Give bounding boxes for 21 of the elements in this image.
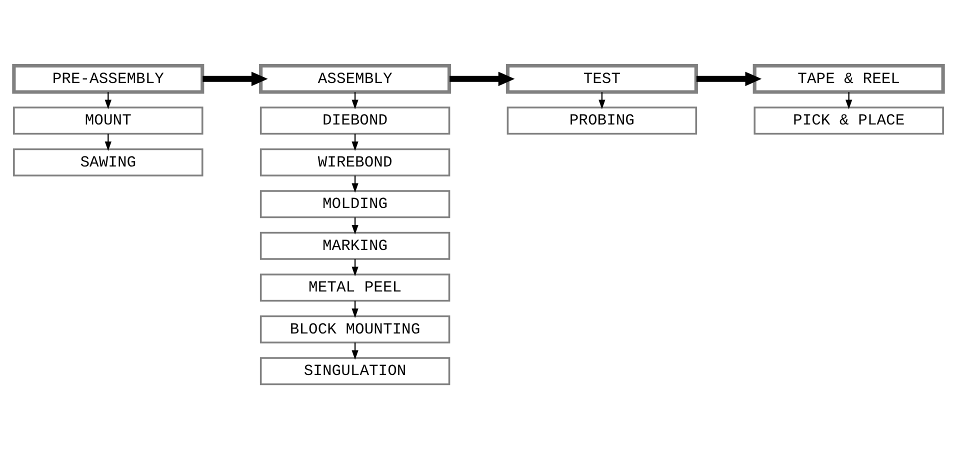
- node-box: WIREBOND: [259, 148, 450, 176]
- node-box: SAWING: [12, 148, 203, 176]
- node-box: BLOCK MOUNTING: [259, 314, 450, 343]
- node-box: TEST: [505, 63, 698, 94]
- arrow: [845, 92, 852, 109]
- arrow: [696, 71, 762, 86]
- node-box: DIEBOND: [259, 106, 450, 134]
- arrow: [449, 71, 514, 86]
- node-box: ASSEMBLY: [258, 63, 451, 94]
- node-box: PICK & PLACE: [753, 106, 944, 134]
- node-box: SINGULATION: [259, 356, 450, 385]
- node-box: METAL PEEL: [259, 273, 450, 302]
- arrow: [104, 92, 111, 109]
- node-box: MOLDING: [259, 190, 450, 218]
- node-box: PRE-ASSEMBLY: [12, 63, 204, 94]
- node-box: MARKING: [259, 231, 450, 260]
- node-box: MOUNT: [12, 106, 203, 134]
- node-box: PROBING: [506, 106, 697, 134]
- node-box: TAPE & REEL: [752, 63, 944, 94]
- arrow: [202, 71, 268, 86]
- arrow: [104, 133, 111, 151]
